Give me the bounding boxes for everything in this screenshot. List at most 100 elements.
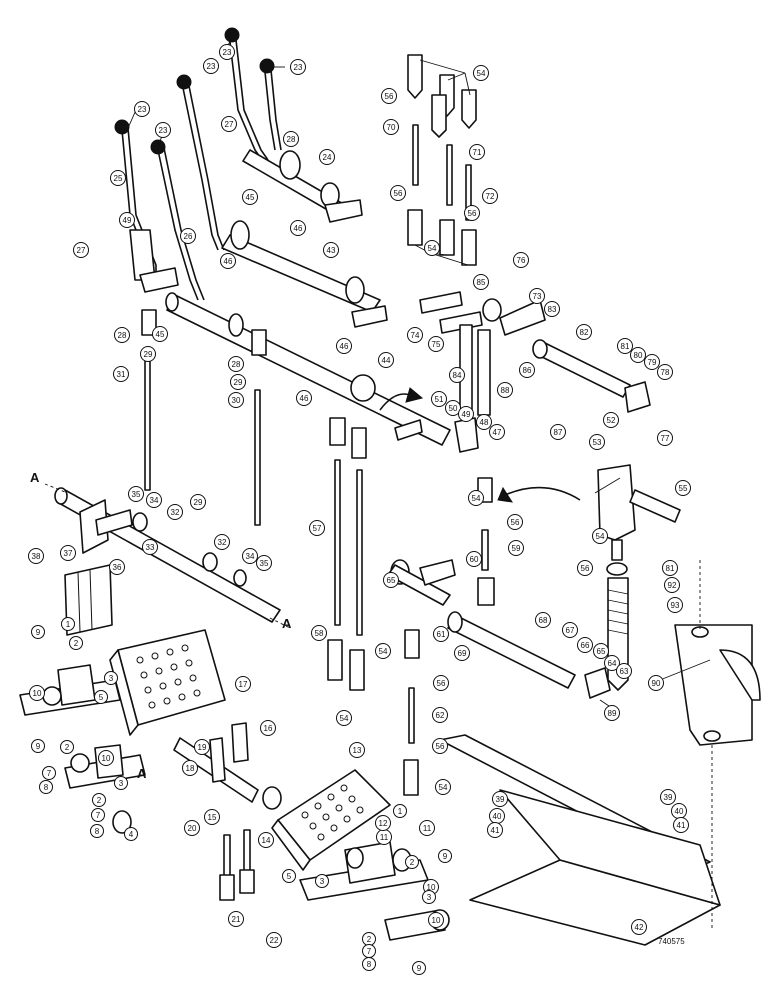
callout-number: 14 xyxy=(262,836,271,845)
callout-number: 23 xyxy=(223,48,232,57)
callout-bubble xyxy=(142,539,158,555)
callout-number: 71 xyxy=(473,148,482,157)
callout-bubble xyxy=(445,400,461,416)
callout-number: 32 xyxy=(218,538,227,547)
callout-23: 23 xyxy=(219,44,235,60)
callout-54: 54 xyxy=(375,643,391,659)
callout-bubble xyxy=(664,577,680,593)
callout-bubble xyxy=(349,742,365,758)
rod-62 xyxy=(403,629,420,796)
callout-19: 19 xyxy=(194,739,210,755)
callout-bubble xyxy=(631,919,647,935)
callout-bubble xyxy=(482,188,498,204)
callout-bubble xyxy=(219,44,235,60)
shaft-69 xyxy=(387,559,611,699)
callout-15: 15 xyxy=(204,809,220,825)
callout-84: 84 xyxy=(449,367,465,383)
callout-59: 59 xyxy=(508,540,524,556)
callout-number: 29 xyxy=(234,378,243,387)
callout-21: 21 xyxy=(228,911,244,927)
callout-28: 28 xyxy=(283,131,299,147)
callout-bubble xyxy=(393,804,407,818)
callout-53: 53 xyxy=(589,434,605,450)
callout-number: 3 xyxy=(119,779,124,788)
callout-number: 56 xyxy=(437,679,446,688)
callout-number: 78 xyxy=(661,368,670,377)
callout-28: 28 xyxy=(228,356,244,372)
callout-3: 3 xyxy=(315,874,329,888)
callout-number: 46 xyxy=(224,257,233,266)
callout-36: 36 xyxy=(109,559,125,575)
callout-46: 46 xyxy=(296,390,312,406)
callout-bubble xyxy=(660,789,676,805)
callout-bubble xyxy=(31,625,45,639)
direction-arrow-upper xyxy=(379,393,411,411)
callout-bubble xyxy=(412,961,426,975)
callout-bubble xyxy=(69,636,83,650)
callout-bubble xyxy=(220,253,236,269)
callout-9: 9 xyxy=(31,625,45,639)
callout-bubble xyxy=(662,560,678,576)
callout-number: 58 xyxy=(315,629,324,638)
callout-number: 16 xyxy=(264,724,273,733)
callout-67: 67 xyxy=(562,622,578,638)
callout-number: 59 xyxy=(512,544,521,553)
callout-number: 54 xyxy=(596,532,605,541)
callout-bubble xyxy=(513,252,529,268)
callout-number: 27 xyxy=(77,246,86,255)
callout-13: 13 xyxy=(349,742,365,758)
callout-66: 66 xyxy=(577,637,593,653)
callout-bubble xyxy=(428,336,444,352)
callout-bubble xyxy=(497,382,513,398)
callout-number: 52 xyxy=(607,416,616,425)
callout-number: 34 xyxy=(246,552,255,561)
callout-54: 54 xyxy=(435,779,451,795)
callout-89: 89 xyxy=(604,705,620,721)
callout-bubble xyxy=(260,720,276,736)
callout-number: 28 xyxy=(232,360,241,369)
callout-bubble xyxy=(114,776,128,790)
callout-56: 56 xyxy=(507,514,523,530)
callout-27: 27 xyxy=(221,116,237,132)
callout-bubble xyxy=(235,676,251,692)
callout-number: 64 xyxy=(608,659,617,668)
callout-number: 8 xyxy=(367,960,372,969)
callout-number: 50 xyxy=(449,404,458,413)
callout-number: 51 xyxy=(435,395,444,404)
callout-number: 49 xyxy=(462,410,471,419)
callout-34: 34 xyxy=(146,492,162,508)
callout-bubble xyxy=(134,101,150,117)
callout-bubble xyxy=(109,559,125,575)
callout-number: 39 xyxy=(496,795,505,804)
callout-bubble xyxy=(454,645,470,661)
callout-23: 23 xyxy=(134,101,150,117)
callout-33: 33 xyxy=(142,539,158,555)
callout-number: 89 xyxy=(608,709,617,718)
callout-54: 54 xyxy=(473,65,489,81)
callout-number: 23 xyxy=(294,63,303,72)
clevis-bracket-48 xyxy=(454,417,479,453)
callout-number: 73 xyxy=(533,292,542,301)
callout-54: 54 xyxy=(592,528,608,544)
callout-bubble xyxy=(336,710,352,726)
callout-bubble xyxy=(375,815,391,831)
callout-bubble xyxy=(604,705,620,721)
callout-32: 32 xyxy=(214,534,230,550)
callout-bubble xyxy=(378,352,394,368)
callout-number: 83 xyxy=(548,305,557,314)
callout-number: 26 xyxy=(184,232,193,241)
callout-number: 22 xyxy=(270,936,279,945)
rods-21 xyxy=(219,829,255,901)
callout-81: 81 xyxy=(662,560,678,576)
callout-bubble xyxy=(438,849,452,863)
callout-bubble xyxy=(42,766,56,780)
callout-54: 54 xyxy=(336,710,352,726)
callout-bubble xyxy=(473,65,489,81)
callout-bubble xyxy=(562,622,578,638)
callout-number: 76 xyxy=(517,256,526,265)
callout-number: 90 xyxy=(652,679,661,688)
callout-2: 2 xyxy=(60,740,74,754)
callout-1: 1 xyxy=(393,804,407,818)
callout-number: 2 xyxy=(65,743,70,752)
callout-number: 57 xyxy=(313,524,322,533)
